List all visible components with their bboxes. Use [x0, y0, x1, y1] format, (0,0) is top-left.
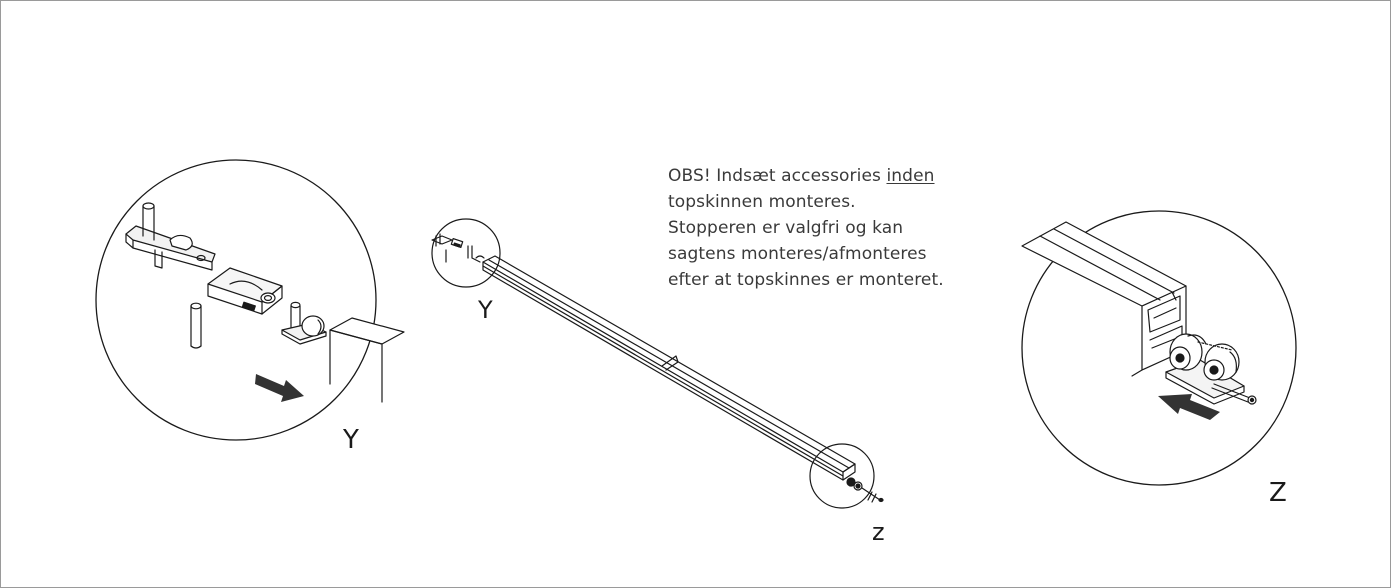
assembly-note: OBS! Indsæt accessories inden topskinnen… — [668, 163, 944, 293]
loose-pin-part — [190, 302, 202, 349]
note-line-4: sagtens monteres/afmonteres — [668, 244, 927, 264]
rail-profile-part — [1021, 221, 1187, 377]
roller-carriage-part — [1165, 333, 1257, 405]
rail-y-mini-parts — [431, 233, 485, 263]
note-line-5: efter at topskinnes er monteret. — [668, 270, 944, 290]
rail-z-mini-parts — [846, 477, 884, 503]
rail-label-z: z — [872, 518, 885, 546]
top-rail — [482, 255, 856, 481]
rail-label-y: Y — [478, 296, 493, 324]
middle-block-part — [207, 267, 283, 315]
note-underlined-word: inden — [886, 166, 935, 186]
note-line-3: Stopperen er valgfri og kan — [668, 218, 904, 238]
rail-end-block — [329, 317, 405, 403]
insert-arrow-right — [1158, 394, 1220, 420]
detail-label-z: Z — [1269, 478, 1287, 508]
rail-detail-circle-y — [431, 218, 501, 288]
rail-detail-circle-z — [809, 443, 884, 509]
upper-bracket-part — [125, 202, 216, 271]
stopper-part — [281, 301, 327, 345]
note-line-2: topskinnen monteres. — [668, 192, 856, 212]
note-line-1-prefix: OBS! Indsæt accessories — [668, 166, 887, 186]
detail-circle-z — [1021, 210, 1297, 486]
note-line-1: OBS! Indsæt accessories inden — [668, 163, 944, 189]
detail-circle-y — [95, 159, 405, 441]
insert-arrow-left — [255, 374, 304, 402]
detail-label-y: Y — [343, 425, 359, 455]
